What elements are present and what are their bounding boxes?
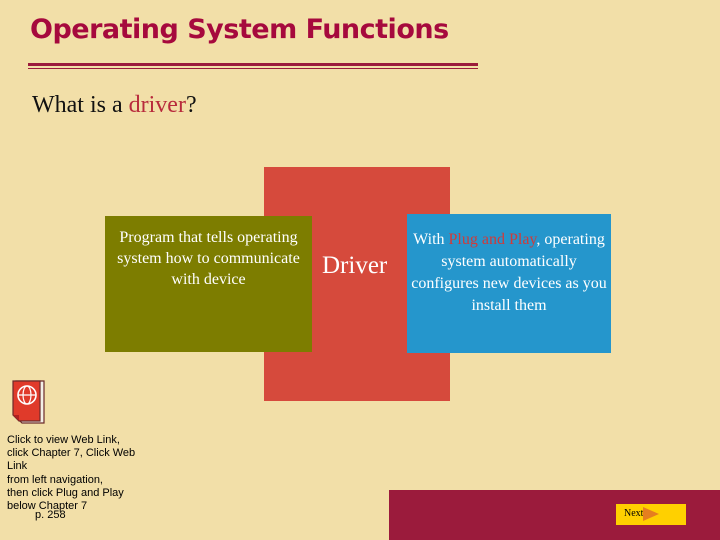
next-button[interactable]: Next [616, 504, 686, 525]
web-link-line-2: click Chapter 7, Click Web [7, 447, 136, 460]
web-link-instructions[interactable]: Click to view Web Link, click Chapter 7,… [7, 434, 157, 513]
web-link-line-4: from left navigation, [7, 473, 103, 486]
plug-and-play-prefix: With [413, 231, 449, 248]
next-label: Next [624, 508, 644, 519]
title-underline-thin [28, 68, 478, 69]
slide-title: Operating System Functions [30, 14, 449, 45]
web-link-line-5: then click Plug and Play [7, 486, 124, 499]
web-link-line-3: Link [7, 460, 28, 473]
question-term: driver [128, 92, 186, 118]
driver-label: Driver [322, 252, 388, 279]
web-link-line-6: below Chapter 7 [7, 500, 88, 513]
plug-and-play-term: Plug and Play [448, 231, 537, 248]
globe-document-icon[interactable] [10, 377, 50, 427]
question-prefix: What is a [32, 92, 129, 118]
page-number: p. 258 [35, 509, 66, 521]
plug-and-play-box [407, 214, 611, 353]
plug-and-play-suffix: , operating system automatically configu… [411, 231, 607, 314]
plug-and-play-text: With Plug and Play, operating system aut… [407, 229, 611, 317]
program-box-text: Program that tells operating system how … [117, 229, 300, 288]
web-link-line-1: Click to view Web Link, [7, 434, 120, 446]
arrow-right-icon [643, 507, 659, 521]
question-heading: What is a driver? [32, 92, 197, 119]
question-suffix: ? [185, 92, 197, 118]
title-underline [28, 63, 478, 66]
program-box [105, 216, 312, 352]
